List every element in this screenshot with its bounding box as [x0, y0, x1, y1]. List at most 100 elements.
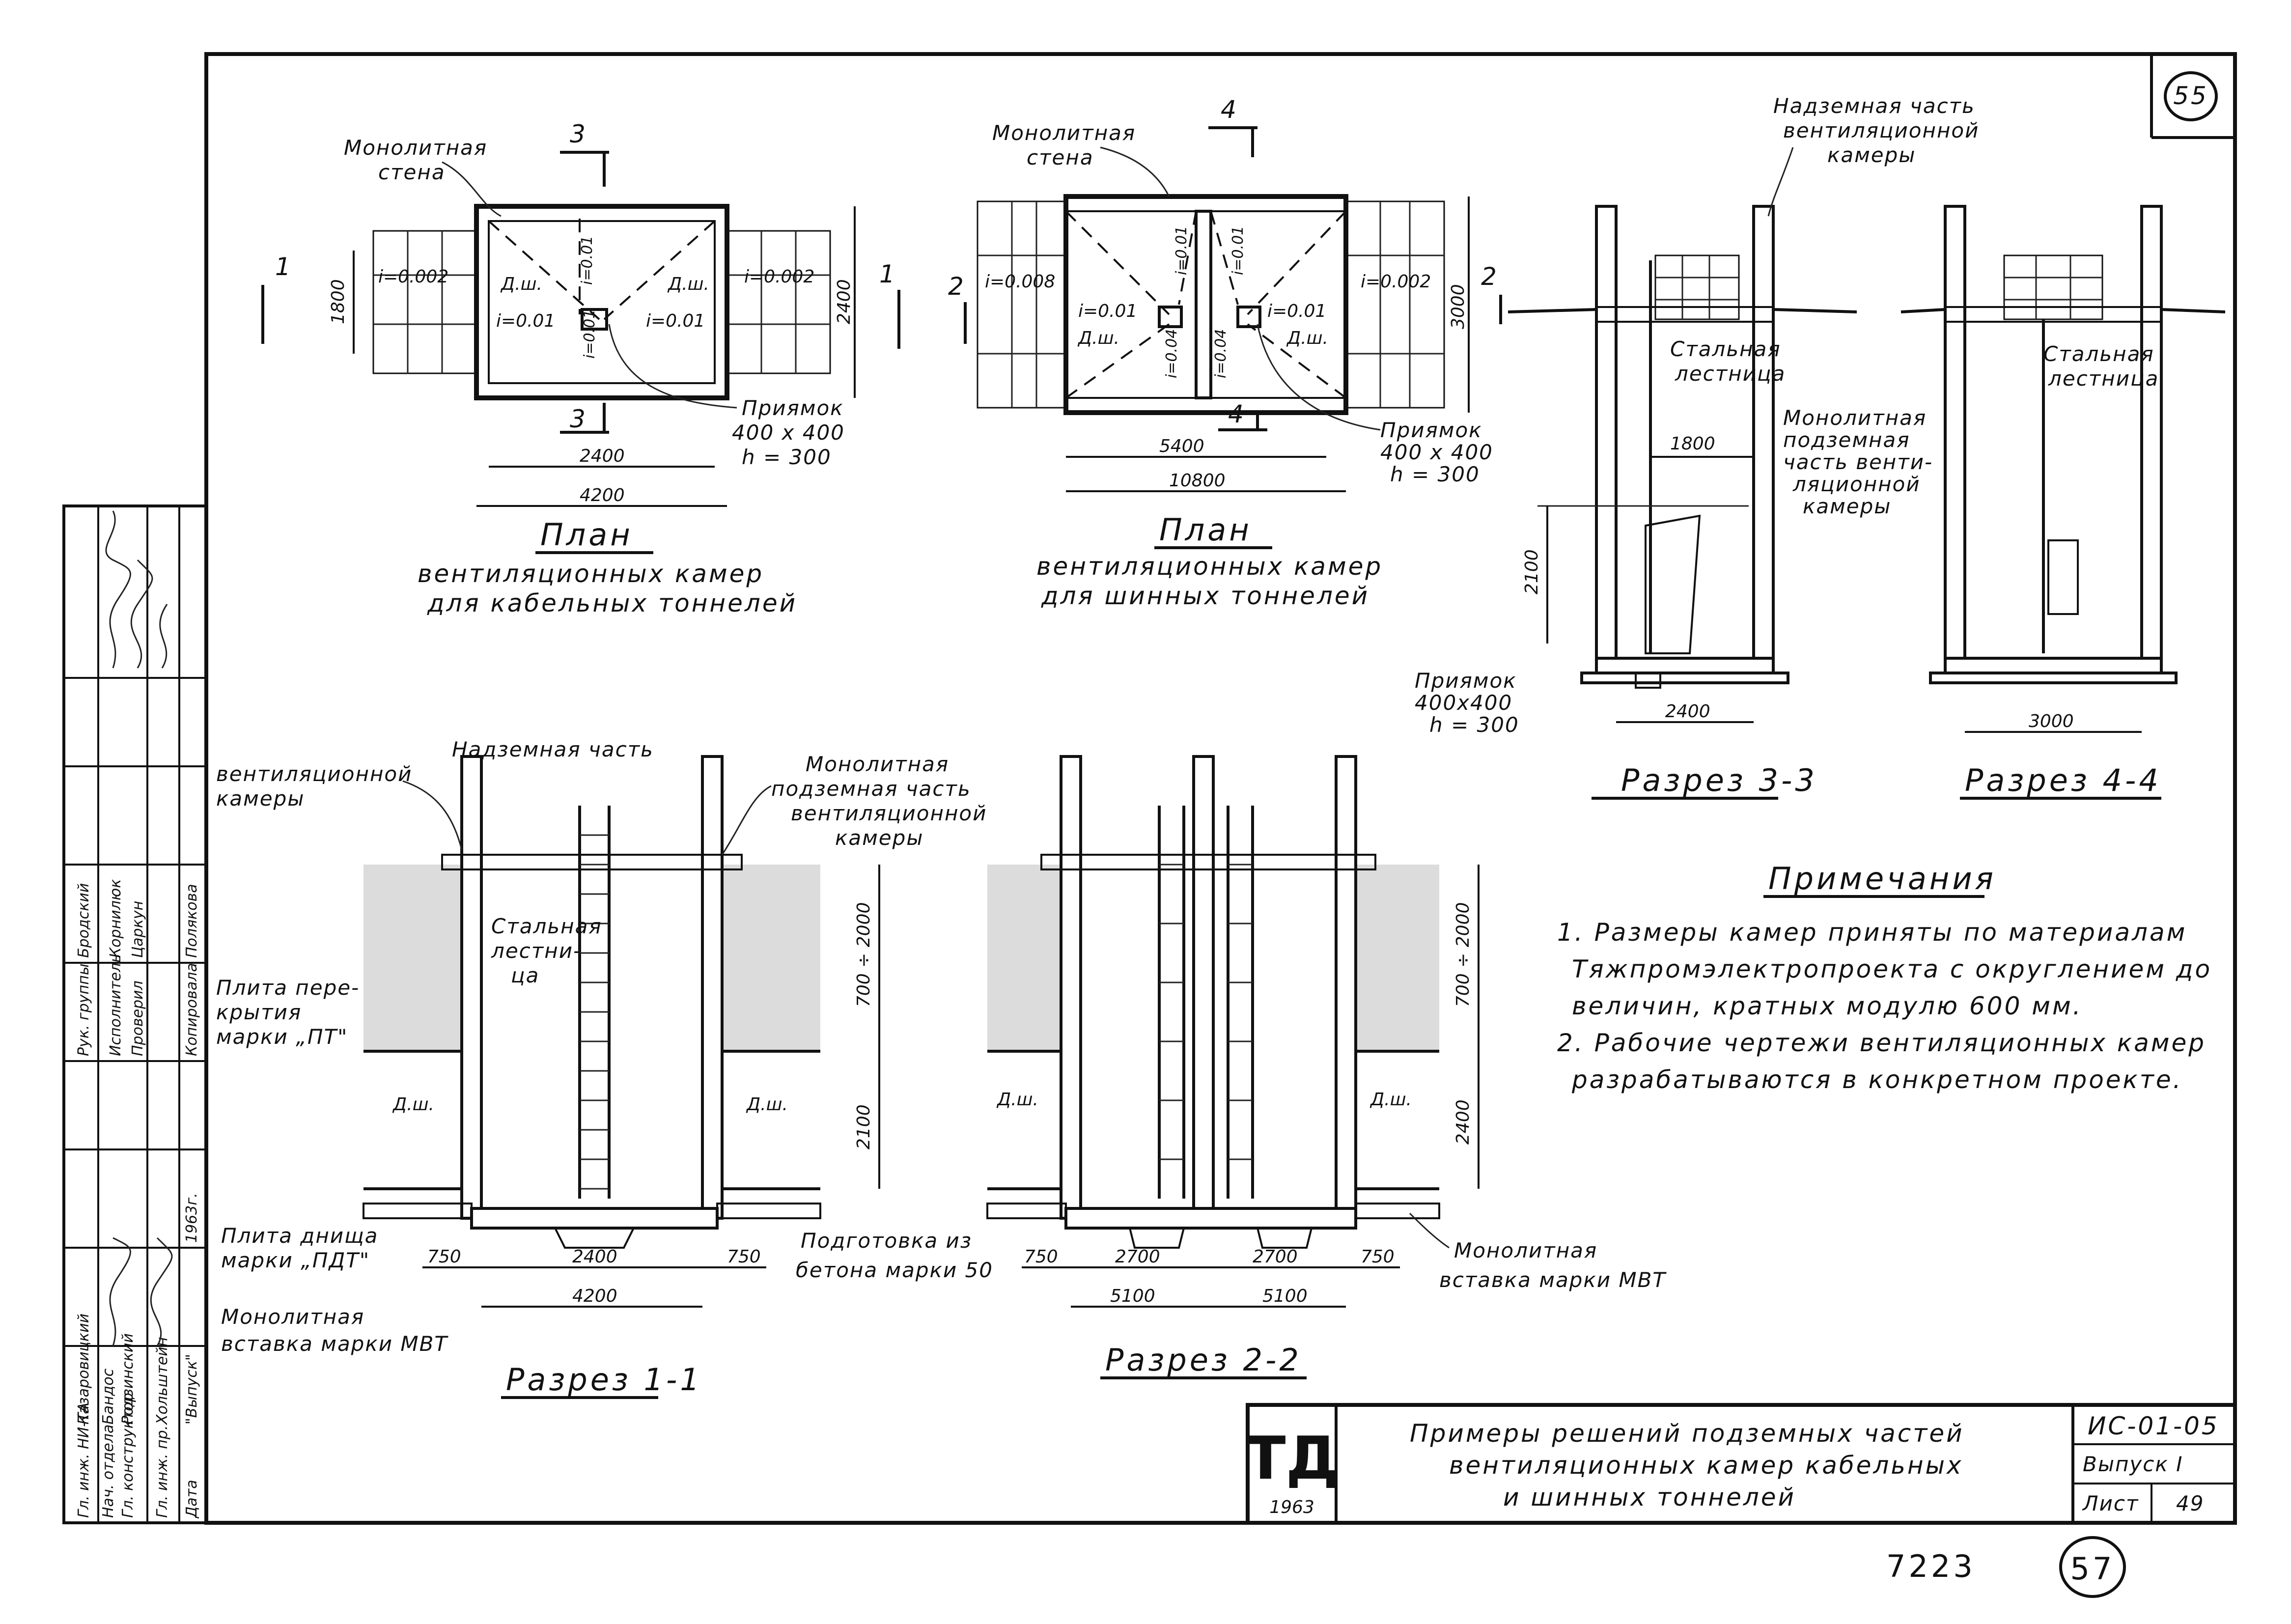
s44-label-ladder-2: лестница: [2048, 366, 2159, 391]
s11-dim-2100: 2100: [854, 1104, 874, 1149]
plan2-subtitle-1: вентиляционных камер: [1036, 552, 1383, 581]
sheet-circle-number: 55: [2173, 82, 2208, 110]
td-logo-year: 1963: [1269, 1497, 1314, 1517]
doc-code: ИС-01-05: [2088, 1412, 2219, 1440]
plan2-pit-depth: h = 300: [1390, 462, 1480, 486]
plan1-dsh-right: Д.ш.: [667, 274, 709, 294]
stamp-role-3: Гл. конструктор: [119, 1393, 137, 1518]
s11-label-monolith-3: вентиляционной: [791, 801, 987, 825]
s11-label-monolith-2: подземная часть: [771, 777, 971, 801]
plan1-pit-label: Приямок: [742, 396, 844, 420]
s22-dim-750-right: 750: [1361, 1247, 1395, 1267]
plan2-section-mark-top: 4: [1221, 95, 1238, 124]
plan1-slope-center: i=0.01: [579, 236, 596, 285]
plan1-dim-total: 4200: [580, 485, 625, 505]
s11-dsh-right: Д.ш.: [746, 1094, 788, 1115]
s22-label-insert-1: Монолитная: [1454, 1238, 1597, 1262]
plan2-slope-right: i=0.002: [1361, 272, 1431, 292]
plan2-slope-left: i=0.008: [985, 272, 1055, 292]
section-2-2: Д.ш. Д.ш. 700 ÷ 2000 2400 750 2700 2700 …: [986, 755, 1666, 1379]
s11-label-above-1: Надземная часть: [452, 737, 654, 761]
stamp-strip: Гл. инж. НИ-ТА Казаровицкий Нач. отдела …: [62, 504, 208, 1524]
sheet-label: Лист: [2082, 1491, 2139, 1515]
s33-label-monolith-2: подземная: [1783, 428, 1910, 452]
plan2-dsh-right: Д.ш.: [1286, 328, 1328, 348]
section-1-1: Надземная часть вентиляционной камеры На…: [216, 737, 993, 1399]
plan1-subtitle-1: вентиляционных камер: [418, 560, 764, 588]
plan2-dim-inner: 5400: [1159, 436, 1204, 456]
ladder-right: [1227, 806, 1254, 1199]
plan2-dsh-left: Д.ш.: [1077, 328, 1119, 348]
plan2-slope-3: i=0.01: [1229, 226, 1247, 275]
stamp-name-7: Царкун: [129, 901, 146, 958]
s33-label-monolith-5: камеры: [1803, 494, 1891, 518]
s22-dsh-right: Д.ш.: [1369, 1090, 1412, 1110]
s33-pit-depth: h = 300: [1429, 713, 1519, 737]
plan1-section-mark-left: 1: [275, 252, 293, 281]
s11-label-slab-top-2: крытия: [216, 1000, 302, 1024]
s33-label-monolith-1: Монолитная: [1783, 406, 1927, 430]
plan1-section-mark-bottom: 3: [570, 405, 587, 433]
plan1-pit-depth: h = 300: [742, 445, 832, 469]
plan2-dim-height-right: 3000: [1448, 284, 1468, 329]
stamp-name-4: Хольштейн: [154, 1337, 171, 1426]
plan1-title: План: [540, 517, 633, 553]
stamp-role-5: Рук. группы: [75, 963, 92, 1056]
s11-label-above-2: вентиляционной: [216, 762, 412, 786]
s22-title: Разрез 2-2: [1105, 1342, 1302, 1378]
ladder-left: [1158, 806, 1185, 1199]
note-line-3: величин, кратных модулю 600 мм.: [1572, 992, 2083, 1020]
plan2-section-mark-bottom: 4: [1228, 400, 1246, 428]
plan1-subtitle-2: для кабельных тоннелей: [427, 589, 797, 617]
title-line-1: Примеры решений подземных частей: [1410, 1419, 1964, 1448]
s22-dim-depth: 700 ÷ 2000: [1453, 902, 1473, 1007]
plan2-dim-total: 10800: [1169, 471, 1226, 491]
note-line-5: разрабатываются в конкретном проекте.: [1571, 1065, 2183, 1094]
title-block: ТД 1963 Примеры решений подземных частей…: [1246, 1403, 2237, 1525]
plan1-dim-height-left: 1800: [328, 279, 348, 324]
s11-title: Разрез 1-1: [506, 1362, 702, 1398]
s11-label-prep-1: Подготовка из: [801, 1229, 972, 1253]
plan2-slope-4: i=0.01: [1267, 301, 1326, 321]
stamp-role-6: Исполнитель: [107, 954, 124, 1056]
plan2-section-mark-left: 2: [948, 272, 966, 301]
note-line-1: 1. Размеры камер приняты по материалам: [1557, 918, 2187, 947]
stamp-role-4: Гл. инж. пр.: [154, 1426, 171, 1518]
doc-issue: Выпуск I: [2083, 1452, 2183, 1476]
plan1-wall-label-2: стена: [378, 160, 446, 184]
section-3-3: 2100 1800 2400 Надземная часть вентиляци…: [1415, 94, 1978, 800]
plan1-dim-inner: 2400: [580, 446, 625, 466]
plan-cable-tunnels: Д.ш. Д.ш. i=0.01 i=0.01 i=0.01 i=0.01 i=…: [261, 120, 900, 617]
s11-label-above-3: камеры: [216, 786, 305, 811]
sheet-circle: [2164, 71, 2218, 121]
s22-dim-750-left: 750: [1024, 1247, 1058, 1267]
archive-number: 7223: [1886, 1548, 1976, 1584]
s22-dsh-left: Д.ш.: [996, 1090, 1038, 1110]
s11-label-monolith-1: Монолитная: [806, 752, 949, 776]
s33-label-ladder-2: лестница: [1675, 362, 1786, 386]
s11-label-slab-top-1: Плита пере-: [216, 976, 360, 1000]
s22-dim-2700-b: 2700: [1253, 1247, 1298, 1267]
s33-pit-label: Приямок: [1415, 669, 1517, 693]
s11-label-ladder-1: Стальная: [491, 914, 602, 938]
plan2-slope-2: i=0.01: [1173, 226, 1190, 275]
stamp-role-1: Гл. инж. НИ-ТА: [75, 1402, 92, 1518]
plan1-dsh-left: Д.ш.: [500, 274, 542, 294]
sheet-number-circle: [2059, 1536, 2126, 1598]
plan1-wall-label: Монолитная: [344, 136, 487, 160]
plan2-slope-1: i=0.01: [1078, 301, 1137, 321]
plan1-slope-left: i=0.002: [378, 267, 448, 287]
s11-label-insert-1: Монолитная: [221, 1305, 364, 1329]
stamp-role-8: Копировала: [183, 963, 200, 1056]
plan1-pit-size: 400 х 400: [732, 420, 845, 445]
plan2-wall-label-2: стена: [1027, 145, 1094, 169]
stamp-date-label: Дата: [183, 1480, 200, 1519]
s11-label-prep-2: бетона марки 50: [796, 1258, 993, 1282]
plan2-title: План: [1159, 512, 1252, 548]
plan1-section-mark-right: 1: [879, 260, 897, 288]
stamp-date-value: 1963г.: [183, 1193, 200, 1243]
s11-dim-total: 4200: [572, 1286, 617, 1306]
s33-label-monolith-3: часть венти-: [1783, 450, 1933, 474]
s33-pit-size: 400х400: [1415, 691, 1512, 715]
